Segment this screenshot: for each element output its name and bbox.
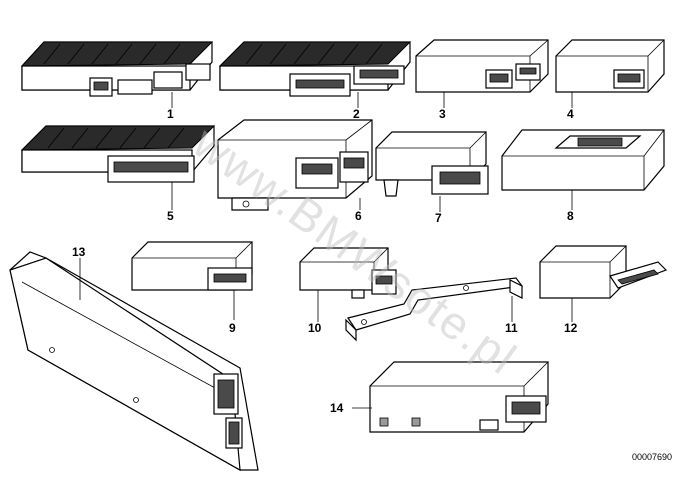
part-12-module[interactable]	[539, 245, 668, 299]
leader-lines	[79, 92, 573, 409]
part-number-2: 2	[353, 107, 360, 121]
part-10-module[interactable]	[299, 247, 397, 299]
part-3-control-unit[interactable]	[415, 39, 549, 93]
part-number-6: 6	[355, 209, 362, 223]
part-1-control-unit[interactable]	[20, 41, 214, 97]
part-number-1: 1	[167, 107, 174, 121]
part-number-3: 3	[439, 107, 446, 121]
part-14-module[interactable]	[369, 361, 549, 433]
part-2-control-unit[interactable]	[218, 41, 412, 97]
part-number-11: 11	[505, 321, 518, 335]
part-4-control-unit[interactable]	[555, 39, 665, 93]
part-number-10: 10	[308, 321, 322, 335]
part-13-panel[interactable]	[9, 251, 259, 472]
part-number-8: 8	[567, 209, 574, 223]
part-11-bracket[interactable]	[345, 277, 524, 342]
part-number-9: 9	[229, 321, 236, 335]
part-number-5: 5	[167, 209, 174, 223]
part-9-module[interactable]	[131, 241, 253, 291]
part-6-control-unit[interactable]	[217, 119, 373, 211]
diagram-reference-number: 00007690	[632, 452, 672, 462]
part-number-4: 4	[567, 107, 574, 121]
part-5-control-unit[interactable]	[20, 125, 216, 183]
part-number-13: 13	[72, 245, 86, 259]
part-7-control-unit[interactable]	[375, 131, 489, 197]
part-number-14: 14	[330, 401, 344, 415]
part-8-control-unit[interactable]	[501, 129, 665, 191]
part-number-12: 12	[564, 321, 578, 335]
part-number-7: 7	[435, 211, 442, 225]
